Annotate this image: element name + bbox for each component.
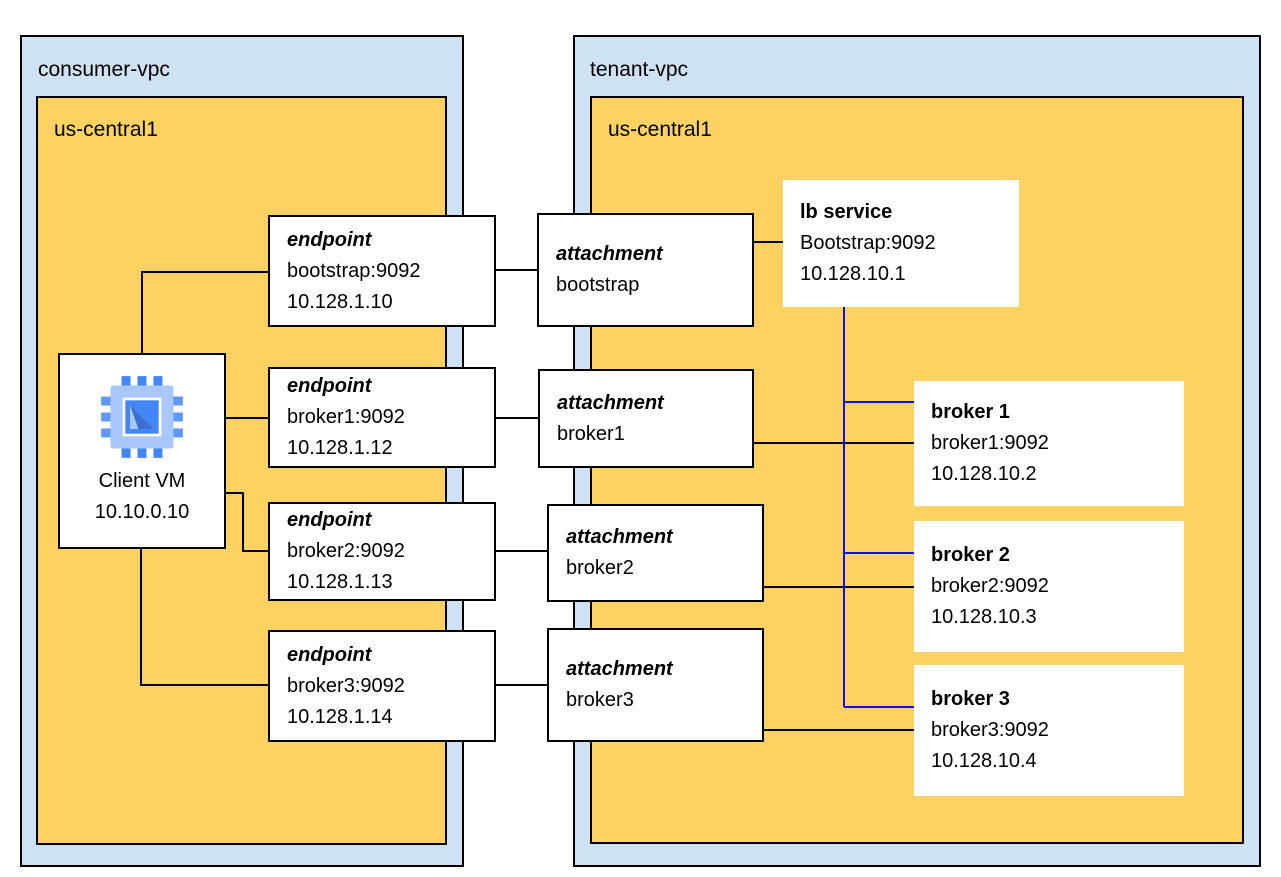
consumer-region-label: us-central1 <box>54 118 158 141</box>
consumer-vpc-label: consumer-vpc <box>38 58 170 81</box>
endpoint-address: broker1:9092 <box>287 406 405 428</box>
lb-service-title: lb service <box>800 201 893 223</box>
broker-title: broker 2 <box>931 544 1010 566</box>
endpoint-address: bootstrap:9092 <box>287 259 421 282</box>
endpoint-title: endpoint <box>287 509 372 531</box>
attachment-name-text: bootstrap <box>556 274 640 296</box>
endpoint-title: endpoint <box>287 228 372 251</box>
attachment-bootstrap-node: attachment bootstrap <box>537 213 754 327</box>
attachment-title: attachment <box>557 391 664 414</box>
endpoint-ip: 10.128.1.14 <box>287 705 393 728</box>
client-vm-name: Client VM <box>98 470 186 492</box>
endpoint-ip: 10.128.1.10 <box>287 290 393 313</box>
attachment-title: attachment <box>566 526 673 548</box>
endpoint-title: endpoint <box>287 375 372 397</box>
endpoint-title: endpoint <box>287 643 372 666</box>
endpoint-bootstrap-node: endpoint bootstrap:9092 10.128.1.10 <box>268 215 496 327</box>
attachment-name-text: broker2 <box>566 557 634 579</box>
endpoint-broker2-node: endpoint broker2:9092 10.128.1.13 <box>268 502 496 601</box>
broker-ip: 10.128.10.3 <box>931 606 1037 628</box>
endpoint-address: broker2:9092 <box>287 540 405 562</box>
broker-address: broker3:9092 <box>931 719 1049 741</box>
lb-service-address: Bootstrap:9092 <box>800 232 936 254</box>
endpoint-ip: 10.128.1.13 <box>287 571 393 593</box>
broker-title: broker 3 <box>931 688 1010 710</box>
broker-2-node: broker 2 broker2:9092 10.128.10.3 <box>914 521 1184 652</box>
endpoint-ip: 10.128.1.12 <box>287 437 393 459</box>
endpoint-address: broker3:9092 <box>287 674 405 697</box>
attachment-broker1-node: attachment broker1 <box>538 369 754 468</box>
client-vm-ip: 10.10.0.10 <box>94 501 190 523</box>
client-vm-node: Client VM 10.10.0.10 <box>58 353 226 549</box>
broker-title: broker 1 <box>931 401 1010 423</box>
tenant-region-label: us-central1 <box>608 118 712 141</box>
attachment-title: attachment <box>556 243 663 265</box>
attachment-name-text: broker3 <box>566 689 634 711</box>
broker-address: broker1:9092 <box>931 432 1049 454</box>
attachment-name-text: broker1 <box>557 422 625 445</box>
broker-3-node: broker 3 broker3:9092 10.128.10.4 <box>914 665 1184 796</box>
broker-ip: 10.128.10.4 <box>931 750 1037 772</box>
endpoint-broker1-node: endpoint broker1:9092 10.128.1.12 <box>268 367 496 468</box>
attachment-broker3-node: attachment broker3 <box>547 628 764 742</box>
broker-1-node: broker 1 broker1:9092 10.128.10.2 <box>914 381 1184 506</box>
broker-address: broker2:9092 <box>931 575 1049 597</box>
cpu-chip-icon <box>101 376 183 458</box>
tenant-vpc-label: tenant-vpc <box>590 58 689 81</box>
attachment-broker2-node: attachment broker2 <box>547 504 764 602</box>
lb-service-node: lb service Bootstrap:9092 10.128.10.1 <box>783 180 1019 307</box>
broker-ip: 10.128.10.2 <box>931 463 1037 485</box>
attachment-title: attachment <box>566 658 673 680</box>
endpoint-broker3-node: endpoint broker3:9092 10.128.1.14 <box>268 630 496 742</box>
lb-service-ip: 10.128.10.1 <box>800 263 906 285</box>
